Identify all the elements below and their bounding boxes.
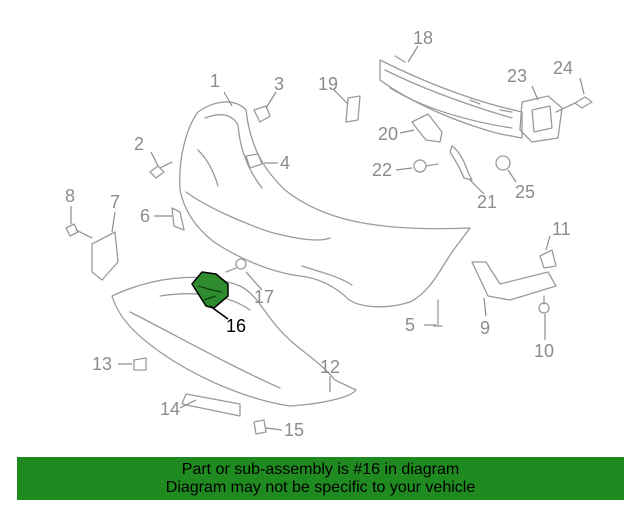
callout-22[interactable]: 22 bbox=[372, 160, 392, 180]
reflector-6 bbox=[171, 207, 185, 231]
callout-4[interactable]: 4 bbox=[280, 153, 290, 173]
callout-6[interactable]: 6 bbox=[140, 206, 150, 226]
callout-25[interactable]: 25 bbox=[515, 182, 535, 202]
callout-8[interactable]: 8 bbox=[65, 186, 75, 206]
callout-5[interactable]: 5 bbox=[405, 315, 415, 335]
callout-13[interactable]: 13 bbox=[92, 354, 112, 374]
callout-labels: 1 2 3 4 5 6 7 8 9 10 11 12 13 14 15 16 1… bbox=[65, 28, 573, 440]
bracket-21 bbox=[449, 145, 473, 181]
bracket-23 bbox=[519, 95, 563, 143]
bolt-22 bbox=[413, 159, 439, 173]
parts-diagram: 1 2 3 4 5 6 7 8 9 10 11 12 13 14 15 16 1… bbox=[65, 28, 593, 440]
callout-12[interactable]: 12 bbox=[320, 357, 340, 377]
bracket-19 bbox=[345, 95, 361, 123]
callout-18[interactable]: 18 bbox=[413, 28, 433, 48]
callout-9[interactable]: 9 bbox=[480, 318, 490, 338]
bumper-cover bbox=[179, 101, 471, 308]
callout-3[interactable]: 3 bbox=[274, 74, 284, 94]
banner-line-1: Part or sub-assembly is #16 in diagram bbox=[181, 461, 460, 478]
callout-17[interactable]: 17 bbox=[254, 287, 274, 307]
callout-11[interactable]: 11 bbox=[552, 219, 571, 239]
bumper-reinforcement bbox=[379, 55, 523, 139]
banner-line-2: Diagram may not be specific to your vehi… bbox=[165, 479, 476, 496]
clip-11 bbox=[539, 249, 557, 269]
bolt-2 bbox=[149, 161, 173, 179]
leader-lines bbox=[70, 45, 585, 431]
bracket-7 bbox=[91, 231, 119, 281]
info-banner: Part or sub-assembly is #16 in diagram D… bbox=[17, 457, 624, 500]
clip-13 bbox=[133, 357, 147, 371]
side-bracket-9 bbox=[471, 261, 557, 301]
callout-15[interactable]: 15 bbox=[284, 420, 304, 440]
callout-10[interactable]: 10 bbox=[534, 341, 554, 361]
callout-21[interactable]: 21 bbox=[477, 192, 497, 212]
screw-17 bbox=[225, 258, 247, 273]
lower-valance bbox=[111, 276, 357, 407]
clip-15 bbox=[253, 419, 267, 435]
callout-7[interactable]: 7 bbox=[110, 192, 120, 212]
callout-24[interactable]: 24 bbox=[553, 58, 573, 78]
exhaust-garnish-16 bbox=[191, 271, 229, 309]
bolt-24 bbox=[555, 96, 593, 113]
callout-20[interactable]: 20 bbox=[378, 124, 398, 144]
trim-strip-14 bbox=[181, 393, 241, 417]
callout-19[interactable]: 19 bbox=[318, 74, 338, 94]
callout-1[interactable]: 1 bbox=[210, 71, 220, 91]
bolt-8 bbox=[65, 223, 93, 239]
bolt-5 bbox=[433, 299, 443, 327]
clip-3 bbox=[253, 105, 271, 123]
screw-10 bbox=[538, 295, 550, 314]
nut-4 bbox=[245, 153, 263, 169]
callout-23[interactable]: 23 bbox=[507, 66, 527, 86]
callout-14[interactable]: 14 bbox=[160, 399, 180, 419]
callout-2[interactable]: 2 bbox=[134, 134, 144, 154]
nut-25 bbox=[495, 155, 511, 171]
bracket-20 bbox=[411, 113, 443, 143]
callout-16[interactable]: 16 bbox=[226, 316, 246, 336]
